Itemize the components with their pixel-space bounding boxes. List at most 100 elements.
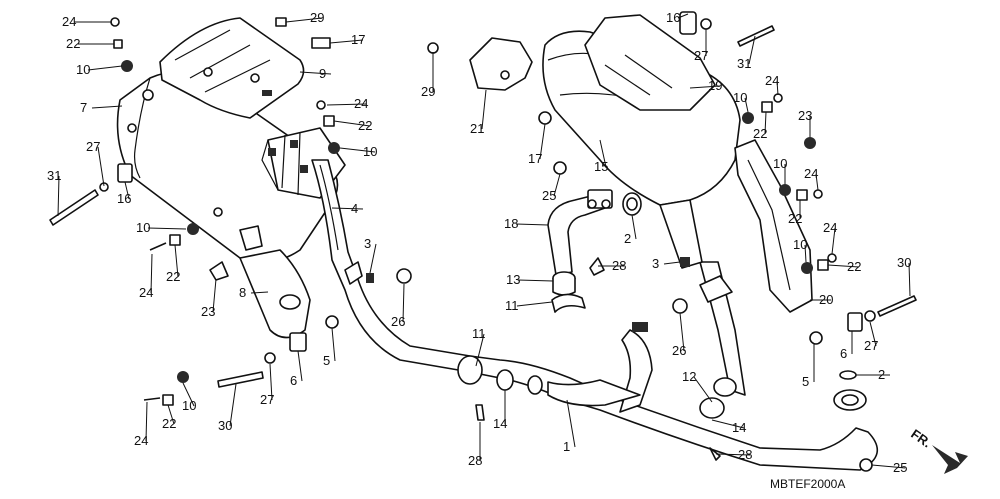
callout-label-24: 24 [765,73,779,88]
callout-label-23: 23 [201,304,215,319]
callout-label-22: 22 [358,118,372,133]
callout-leader-10 [87,65,123,71]
callout-leader-11 [516,301,553,307]
callout-label-9: 9 [319,66,326,81]
right-muffler-assembly [469,14,813,313]
callout-label-24: 24 [134,433,148,448]
callout-label-19: 19 [708,78,722,93]
callout-leader-9 [299,71,332,75]
callout-leader-10 [804,244,807,263]
callout-leader-31 [57,175,60,217]
front-marker-label: FR. [908,426,934,450]
callout-label-2: 2 [878,367,885,382]
callout-label-16: 16 [666,10,680,25]
callout-label-11: 11 [472,326,486,341]
front-exhaust-pipe [311,159,878,471]
callout-label-7: 7 [80,100,87,115]
callout-leader-22 [827,264,860,268]
muffler-end-cover [469,37,533,91]
callout-label-10: 10 [182,398,196,413]
callout-leader-3 [369,243,377,274]
callout-leader-16 [677,13,689,19]
callout-label-24: 24 [804,166,818,181]
callout-label-27: 27 [864,338,878,353]
callout-leader-11 [475,333,485,367]
callout-label-22: 22 [788,211,802,226]
callout-label-3: 3 [652,256,659,271]
callout-label-30: 30 [218,418,232,433]
callout-label-21: 21 [470,121,484,136]
callout-label-28: 28 [738,447,752,462]
callout-leader-27 [269,363,273,401]
callout-label-22: 22 [166,269,180,284]
callout-leader-24 [815,173,819,191]
callout-leader-29 [285,17,323,23]
callout-label-22: 22 [162,416,176,431]
callout-label-6: 6 [290,373,297,388]
callout-label-22: 22 [66,36,80,51]
callout-label-10: 10 [136,220,150,235]
left-muffler-assembly [116,17,346,339]
callout-label-28: 28 [612,258,626,273]
callout-label-27: 27 [260,392,274,407]
callout-label-5: 5 [323,353,330,368]
callout-label-17: 17 [528,151,542,166]
callout-label-1: 1 [563,439,570,454]
callout-label-6: 6 [840,346,847,361]
callout-leader-27 [97,146,105,187]
joint-clamp [551,293,586,313]
callout-label-28: 28 [468,453,482,468]
callout-label-25: 25 [893,460,907,475]
callout-leader-7 [91,105,123,109]
callout-leader-31 [748,35,756,65]
callout-leader-22 [174,244,179,278]
callout-labels: 2422107273116102422238291792422104326562… [47,10,911,475]
callout-leader-14 [711,419,745,429]
callout-leader-1 [566,399,576,448]
callout-leader-30 [229,383,237,427]
callout-label-24: 24 [354,96,368,111]
callout-label-25: 25 [542,188,556,203]
callout-leader-2 [631,214,637,240]
callout-label-29: 29 [310,10,324,25]
callout-leader-10 [182,382,195,407]
callout-label-14: 14 [732,420,746,435]
callout-label-20: 20 [819,292,833,307]
joint-pipe [547,194,606,276]
callout-label-31: 31 [47,168,61,183]
callout-leader-18 [515,223,549,226]
callout-leader-25 [871,464,906,469]
callout-leader-24 [145,401,148,442]
callout-leader-5 [331,327,336,362]
callout-leader-lines [57,13,911,469]
callout-leader-21 [481,89,487,130]
callout-leader-4 [331,207,364,210]
callout-label-24: 24 [62,14,76,29]
callout-leader-10 [339,147,376,153]
callout-leader-22 [167,404,175,425]
callout-label-13: 13 [506,272,520,287]
callout-label-16: 16 [117,191,131,206]
callout-leader-15 [599,139,607,168]
callout-leader-6 [297,350,303,382]
callout-leader-19 [689,85,721,89]
left-tail-pipe [239,249,311,339]
callout-label-18: 18 [504,216,518,231]
callout-label-22: 22 [847,259,861,274]
callout-label-24: 24 [139,285,153,300]
callout-label-10: 10 [773,156,787,171]
callout-label-10: 10 [76,62,90,77]
callout-leader-26 [402,283,405,323]
callout-label-2: 2 [624,231,631,246]
callout-leader-3 [663,261,681,265]
callout-leader-22 [333,120,371,127]
callout-label-4: 4 [351,201,358,216]
callout-label-26: 26 [672,343,686,358]
callout-leader-30 [908,262,911,297]
callout-label-10: 10 [363,144,377,159]
callout-leader-26 [679,312,685,352]
right-heat-shield [584,14,716,111]
callout-label-27: 27 [86,139,100,154]
